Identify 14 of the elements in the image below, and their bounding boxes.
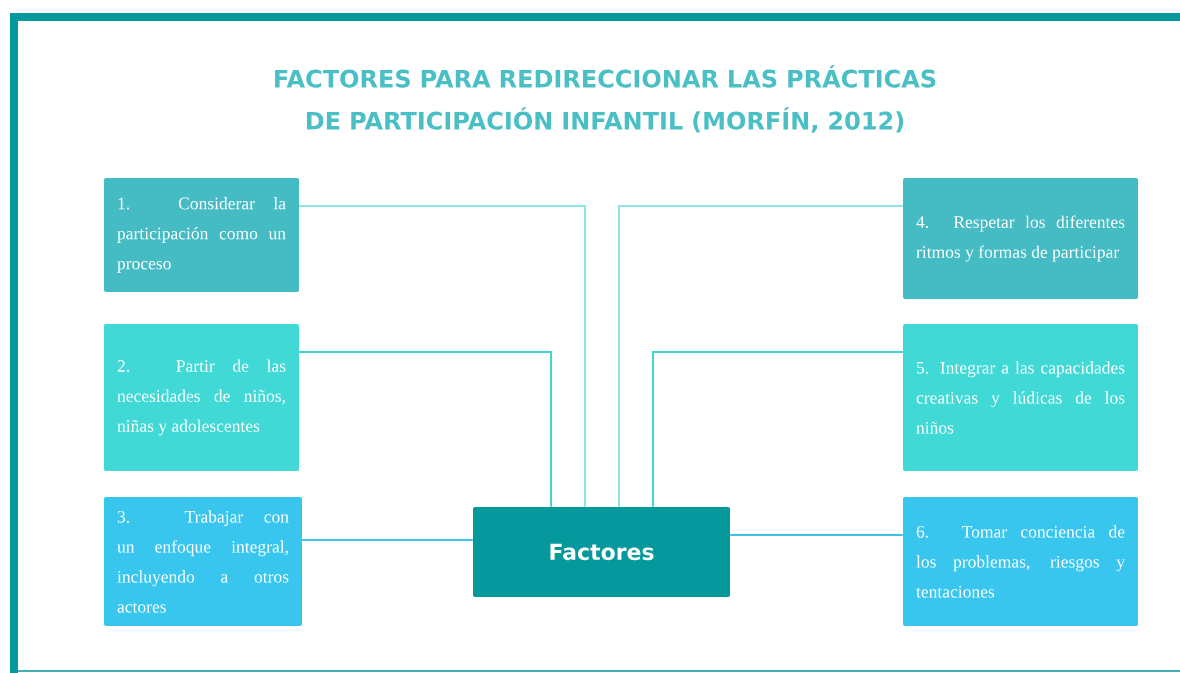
connector-line [618,205,904,508]
connector-line [729,534,904,536]
factor-box: 3. Trabajar con un enfoque integral, incluyendo a otros actores [104,497,302,626]
title: FACTORES PARA REDIRECCIONAR LAS PRÁCTICAS DE PARTICIPACIÓN INFANTIL (MORFÍN, 2012) [275,65,936,133]
connector-line [301,539,474,541]
factor-box: 4. Respetar los diferentes ritmos y formas de participar [903,178,1138,299]
center-box: Factores [473,507,730,597]
connector-line [298,351,552,508]
factor-box: 1. Considerar la participación como un proceso [104,178,299,292]
connector-line [652,351,904,508]
connector-line [298,205,586,508]
factor-box: 2. Partir de las necesidades de niños, niñas y adolescentes [104,324,299,471]
factor-box: 6. Tomar conciencia de los problemas, riesgos y tentaciones [903,497,1138,626]
factor-box: 5. Integrar a las capacidades creativas y lúdicas de los niños [903,324,1138,471]
